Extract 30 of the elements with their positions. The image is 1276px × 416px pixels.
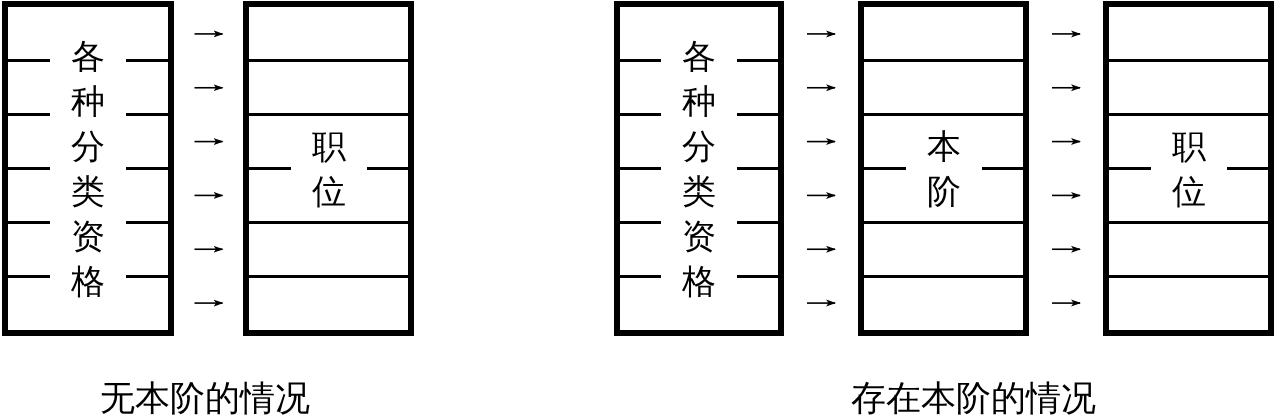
- arrow: [806, 138, 836, 146]
- box-label: 职位: [1171, 124, 1206, 213]
- box-label: 各种分类资格: [682, 34, 716, 303]
- grid-box: [614, 1, 784, 336]
- arrow: [806, 299, 836, 307]
- grid-box: [1103, 1, 1274, 336]
- arrow: [1051, 30, 1081, 38]
- panel-caption: 存在本阶的情况: [850, 381, 1096, 415]
- arrow: [193, 138, 224, 146]
- arrow: [806, 84, 836, 92]
- arrow: [193, 245, 224, 253]
- grid-box: [858, 1, 1029, 336]
- arrow: [1051, 191, 1081, 199]
- arrow: [193, 84, 224, 92]
- arrow: [806, 191, 836, 199]
- panel-caption: 无本阶的情况: [100, 381, 310, 415]
- grid-box: [243, 1, 414, 336]
- grid-box: [2, 1, 174, 336]
- box-label: 本阶: [926, 124, 961, 213]
- arrow: [193, 30, 224, 38]
- arrow: [1051, 84, 1081, 92]
- arrow: [806, 245, 836, 253]
- arrow: [1051, 138, 1081, 146]
- box-label: 职位: [311, 124, 346, 213]
- arrow: [1051, 299, 1081, 307]
- arrow: [193, 191, 224, 199]
- arrow: [193, 299, 224, 307]
- arrow: [806, 30, 836, 38]
- arrow: [1051, 245, 1081, 253]
- box-label: 各种分类资格: [71, 34, 105, 303]
